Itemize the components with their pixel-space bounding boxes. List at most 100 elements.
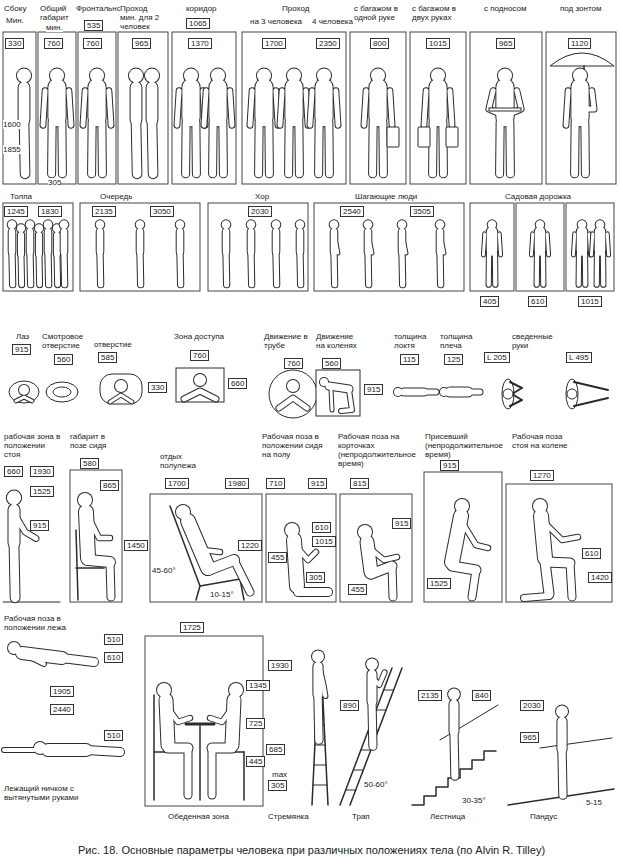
- heading-label: Лежащий ничком с вытянутыми руками: [4, 784, 94, 802]
- figure-outline: [136, 91, 137, 126]
- figure-outline: [486, 232, 499, 250]
- figure-fill: [506, 122, 514, 174]
- figure-fill: [368, 547, 397, 560]
- figure-head-outline: [295, 219, 306, 230]
- figure-fill: [273, 253, 279, 285]
- frame: [516, 203, 564, 291]
- text-label: Садовая дорожка: [505, 192, 571, 201]
- human-figure: [591, 219, 608, 284]
- text-label: Проход: [282, 4, 309, 13]
- figure-fill: [379, 122, 387, 174]
- frame: [3, 203, 73, 291]
- figure-outline: [60, 253, 68, 285]
- human-figure: [34, 223, 44, 284]
- viewing-opening: [46, 382, 78, 402]
- figure-outline: [594, 253, 601, 285]
- frame: [38, 32, 76, 184]
- human-figure: [7, 641, 94, 664]
- ladder-step: [313, 785, 327, 786]
- figure-fill: [315, 122, 323, 174]
- dimension-box: 1450: [124, 540, 148, 551]
- figure-outline: [594, 232, 607, 250]
- dimension-box: 455: [348, 584, 367, 595]
- figure-fill: [255, 122, 263, 174]
- text-label: Лаз: [16, 332, 29, 341]
- human-figure: [128, 68, 144, 174]
- figure-outline: [449, 733, 459, 776]
- figure-outline: [280, 91, 282, 126]
- dimension-box: 710: [266, 478, 285, 489]
- figure-head-outline: [365, 657, 379, 671]
- figure-outline: [428, 87, 447, 117]
- figure-outline: [48, 743, 86, 757]
- figure-fill: [185, 748, 192, 795]
- human-figure: [435, 219, 446, 284]
- human-figure: [364, 68, 392, 174]
- dimension-box: 1930: [268, 660, 292, 671]
- frame: [242, 32, 346, 184]
- text-label: Зона доступа: [174, 332, 224, 341]
- figure-fill: [219, 122, 227, 174]
- figure-head-outline: [135, 219, 146, 230]
- figure-fill: [204, 91, 206, 126]
- figure-fill: [184, 391, 216, 399]
- human-figure: [280, 68, 308, 174]
- human-figure: [6, 490, 36, 598]
- figure-head: [17, 69, 31, 83]
- dimension-box: 2030: [248, 206, 272, 217]
- ladder-rail: [312, 680, 318, 805]
- figure-head: [448, 688, 460, 700]
- dimension-box: 115: [400, 354, 419, 365]
- figure-outline: [576, 253, 583, 285]
- figure-head: [211, 69, 225, 83]
- figure-fill: [86, 750, 120, 752]
- figure-head: [7, 491, 21, 505]
- figure-fill: [48, 122, 56, 174]
- dimension-box: 610: [312, 522, 331, 533]
- heading-label: Присевший (непродолжительное время): [425, 432, 507, 459]
- figure-outline: [96, 253, 104, 285]
- figure-outline: [184, 748, 193, 795]
- dimension-box: 560: [54, 354, 73, 365]
- figure-outline: [222, 253, 230, 285]
- frame: [350, 32, 406, 184]
- text-label: Шагающие люди: [355, 192, 417, 201]
- dimension-box: 965: [520, 732, 539, 743]
- figure-fill: [45, 253, 51, 285]
- figure-head: [488, 220, 497, 229]
- figure-fill: [98, 122, 106, 174]
- dimension-box: 1525: [427, 578, 451, 589]
- figure-outline: [47, 122, 57, 174]
- figure-head: [287, 380, 299, 392]
- figure-fill: [535, 253, 540, 285]
- figure-fill: [325, 122, 333, 174]
- dimension-box: 800: [370, 38, 389, 49]
- frame: [566, 203, 614, 291]
- figure-outline: [14, 545, 15, 598]
- figure-outline: [330, 253, 338, 285]
- figure-fill: [369, 87, 386, 117]
- figure-fill: [209, 87, 226, 117]
- text-label: Трап: [352, 812, 370, 821]
- heading-label: Движение на коленях: [316, 332, 362, 350]
- figure-fill: [250, 234, 253, 255]
- dimension-box: 725: [246, 718, 265, 729]
- dimension-box: 915: [308, 478, 327, 489]
- dimension-box: 1065: [186, 18, 210, 29]
- arm: [574, 382, 608, 390]
- dimension-box: 840: [472, 690, 491, 701]
- figure-fill: [61, 253, 67, 285]
- tray: [489, 108, 521, 111]
- frame: [424, 472, 502, 602]
- figure-outline: [462, 522, 488, 548]
- figure-fill: [27, 253, 33, 285]
- frame: [172, 32, 236, 184]
- dimension-box: 660: [228, 378, 247, 389]
- figure-outline: [36, 255, 44, 285]
- figure-outline: [390, 91, 392, 126]
- dimension-box: 1015: [312, 536, 336, 547]
- figure-outline: [43, 91, 45, 126]
- dimension-box: 2135: [418, 690, 442, 701]
- dimension-box: 455: [268, 552, 287, 563]
- figure-fill: [191, 526, 220, 552]
